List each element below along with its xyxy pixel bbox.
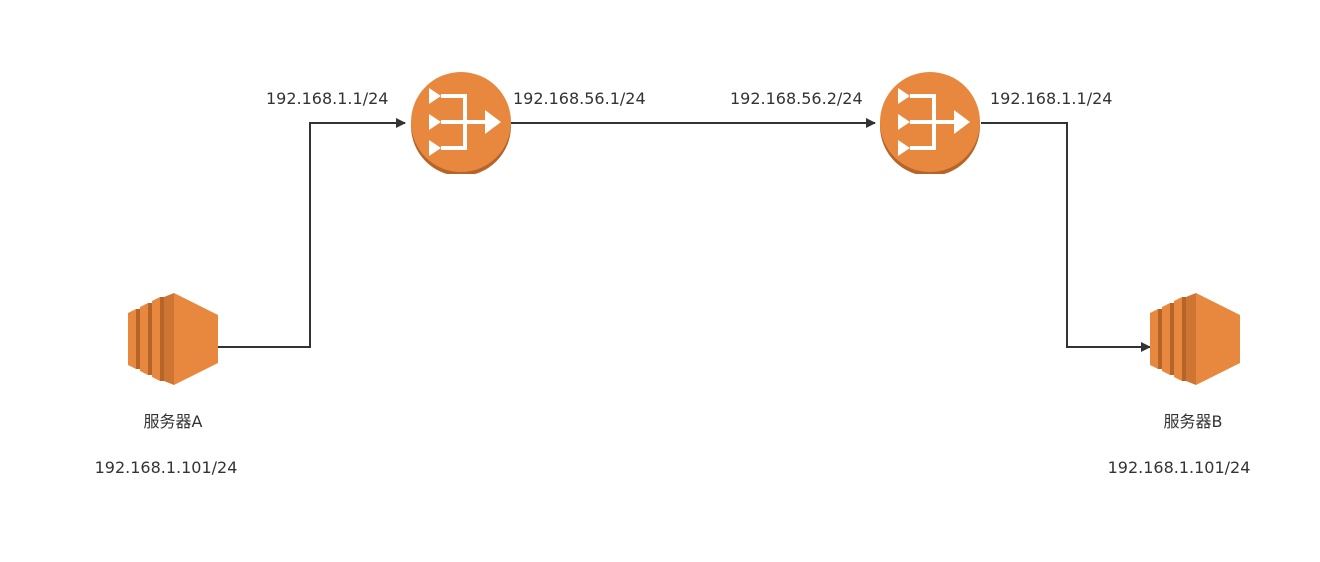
link-server-a-to-router-1 <box>217 118 406 348</box>
server-b-ip-label: 192.168.1.101/24 <box>1108 458 1251 477</box>
server-b-name-label: 服务器B <box>1164 412 1223 431</box>
router-2-icon[interactable] <box>878 70 982 176</box>
server-a-name-label: 服务器A <box>144 412 203 431</box>
router-1-icon[interactable] <box>409 70 513 176</box>
router-1-left-ip-label: 192.168.1.1/24 <box>266 89 388 108</box>
router-2-right-ip-label: 192.168.1.1/24 <box>990 89 1112 108</box>
router-2-left-ip-label: 192.168.56.2/24 <box>730 89 863 108</box>
router-1-right-ip-label: 192.168.56.1/24 <box>513 89 646 108</box>
server-b-icon[interactable] <box>1150 293 1240 385</box>
link-router-2-to-server-b <box>981 122 1151 352</box>
server-a-ip-label: 192.168.1.101/24 <box>95 458 238 477</box>
server-a-icon[interactable] <box>128 293 218 385</box>
